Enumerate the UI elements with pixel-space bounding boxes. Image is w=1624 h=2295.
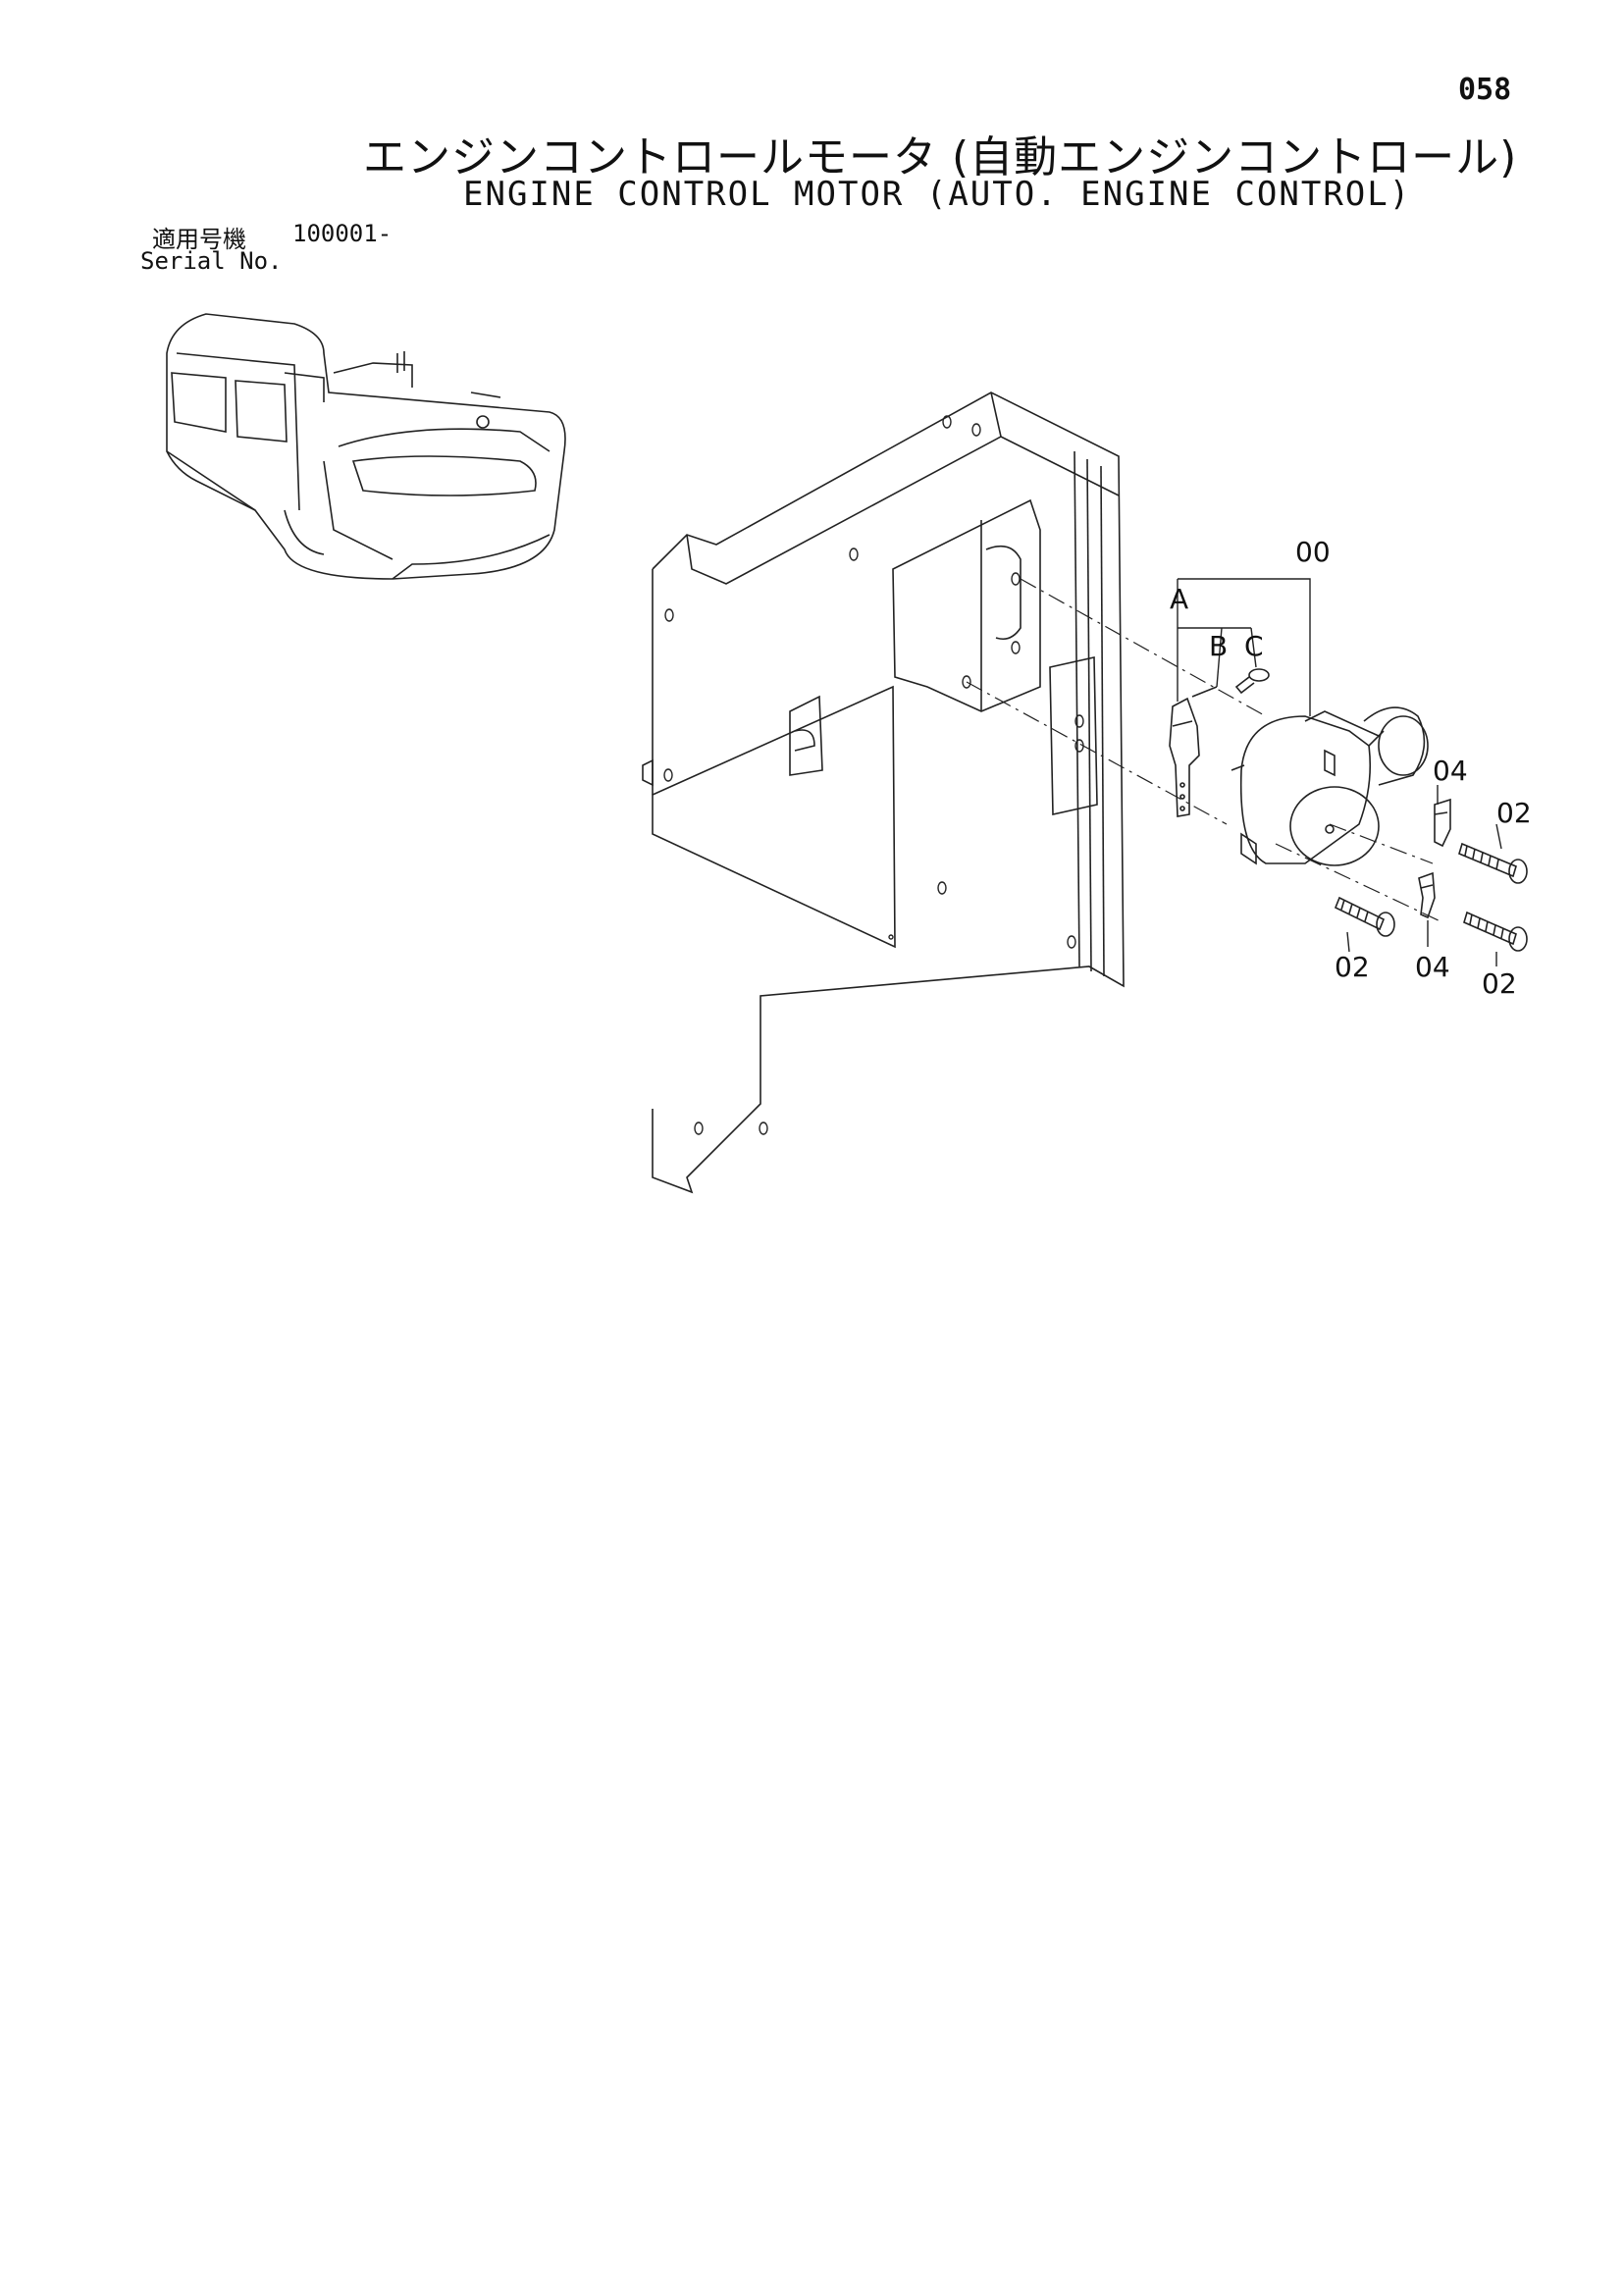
callout-bracket-upper: 04	[1433, 755, 1468, 787]
hex-bolts	[1334, 842, 1528, 952]
callout-sub-c: C	[1244, 630, 1264, 662]
mounting-holes	[663, 415, 1084, 1135]
serial-label-japanese: 適用号機	[152, 226, 246, 253]
page-title-english: ENGINE CONTROL MOTOR (AUTO. ENGINE CONTR…	[463, 175, 1412, 214]
serial-label-english: Serial No.	[140, 247, 283, 275]
small-brackets	[1418, 798, 1451, 919]
callout-bolt-upper-right: 02	[1496, 797, 1532, 829]
callout-sub-a: A	[1170, 583, 1188, 615]
bracket-lower	[1418, 871, 1436, 919]
callout-bracket-lower: 04	[1415, 951, 1450, 983]
mounting-plate	[642, 391, 1125, 1194]
bolt-lower-left	[1334, 896, 1395, 937]
page-title-japanese: エンジンコントロールモータ (自動エンジンコントロール)	[363, 132, 1518, 183]
engine-control-motor	[1231, 706, 1429, 866]
set-screw	[1234, 668, 1270, 695]
callout-leaders	[1177, 578, 1502, 966]
alignment-lines	[966, 578, 1443, 923]
callout-bolt-lower-left: 02	[1335, 951, 1370, 983]
callout-sub-b: B	[1209, 630, 1228, 662]
bracket-upper	[1434, 798, 1451, 848]
callout-bolt-lower-right: 02	[1482, 967, 1517, 1000]
excavator-overview-illustration	[166, 313, 566, 580]
callout-assembly: 00	[1295, 536, 1331, 568]
bolt-lower-right	[1463, 911, 1528, 952]
bolt-upper-right	[1458, 842, 1528, 884]
page-number: 058	[1458, 73, 1512, 107]
linkage-bracket	[1169, 686, 1218, 817]
serial-range: 100001-	[292, 220, 393, 247]
